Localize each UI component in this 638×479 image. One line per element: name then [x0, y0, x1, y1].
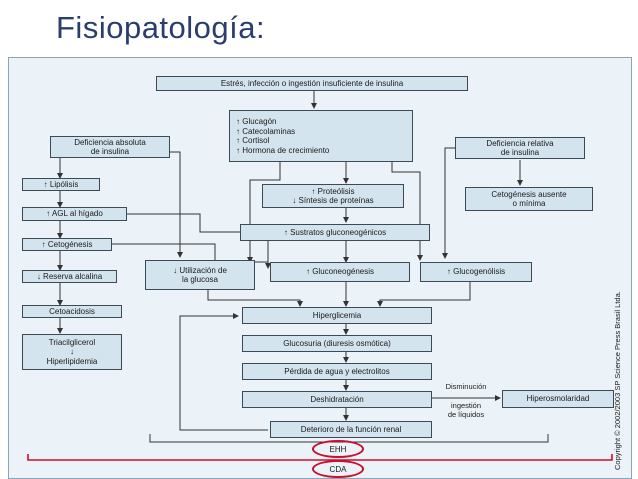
box-proteolisis: ↑ Proteólisis ↓ Síntesis de proteínas — [262, 184, 404, 208]
box-reserva-alcalina: ↓ Reserva alcalina — [22, 270, 117, 283]
box-hormonas: ↑ Glucagón ↑ Catecolaminas ↑ Cortisol ↑ … — [229, 110, 413, 162]
box-lipolisis: ↑ Lipólisis — [22, 178, 100, 191]
box-perdida-agua: Pérdida de agua y electrolitos — [242, 363, 432, 380]
label-ingestion-liquidos: ingestión de líquidos — [447, 401, 485, 419]
label-disminucion: Disminución — [445, 382, 487, 391]
box-agl: ↑ AGL al hígado — [22, 207, 127, 221]
box-cetogenesis: ↑ Cetogénesis — [22, 238, 112, 251]
box-cetoacidosis: Cetoacidosis — [22, 305, 122, 318]
box-sustratos: ↑ Sustratos gluconeogénicos — [240, 224, 430, 241]
box-glucogenolisis: ↑ Glucogenólisis — [420, 262, 532, 282]
box-triacilglicerol: Triacilglicerol ↓ Hiperlipidemia — [22, 334, 122, 370]
ehh-highlight-circle — [312, 440, 364, 458]
box-estres: Estrés, infección o ingestión insuficien… — [156, 76, 468, 91]
box-deficiencia-absoluta: Deficiencia absoluta de insulina — [50, 136, 170, 158]
box-deterioro-renal: Deterioro de la función renal — [270, 421, 432, 438]
copyright-text: Copyright © 2002/2003 SP Science Press B… — [613, 291, 622, 470]
box-deficiencia-relativa: Deficiencia relativa de insulina — [455, 137, 585, 159]
box-cetogenesis-ausente: Cetogénesis ausente o mínima — [465, 187, 593, 211]
slide-title: Fisiopatología: — [56, 10, 266, 45]
cda-highlight-circle — [312, 460, 364, 478]
box-hiperosmolaridad: Hiperosmolaridad — [502, 390, 614, 408]
box-glucosuria: Glucosuria (diuresis osmótica) — [242, 335, 432, 352]
box-utilizacion-glucosa: ↓ Utilización de la glucosa — [145, 260, 255, 290]
box-hiperglicemia: Hiperglicemia — [242, 307, 432, 324]
box-deshidratacion: Deshidratación — [242, 391, 432, 408]
box-gluconeogenesis: ↑ Gluconeogénesis — [270, 262, 410, 282]
